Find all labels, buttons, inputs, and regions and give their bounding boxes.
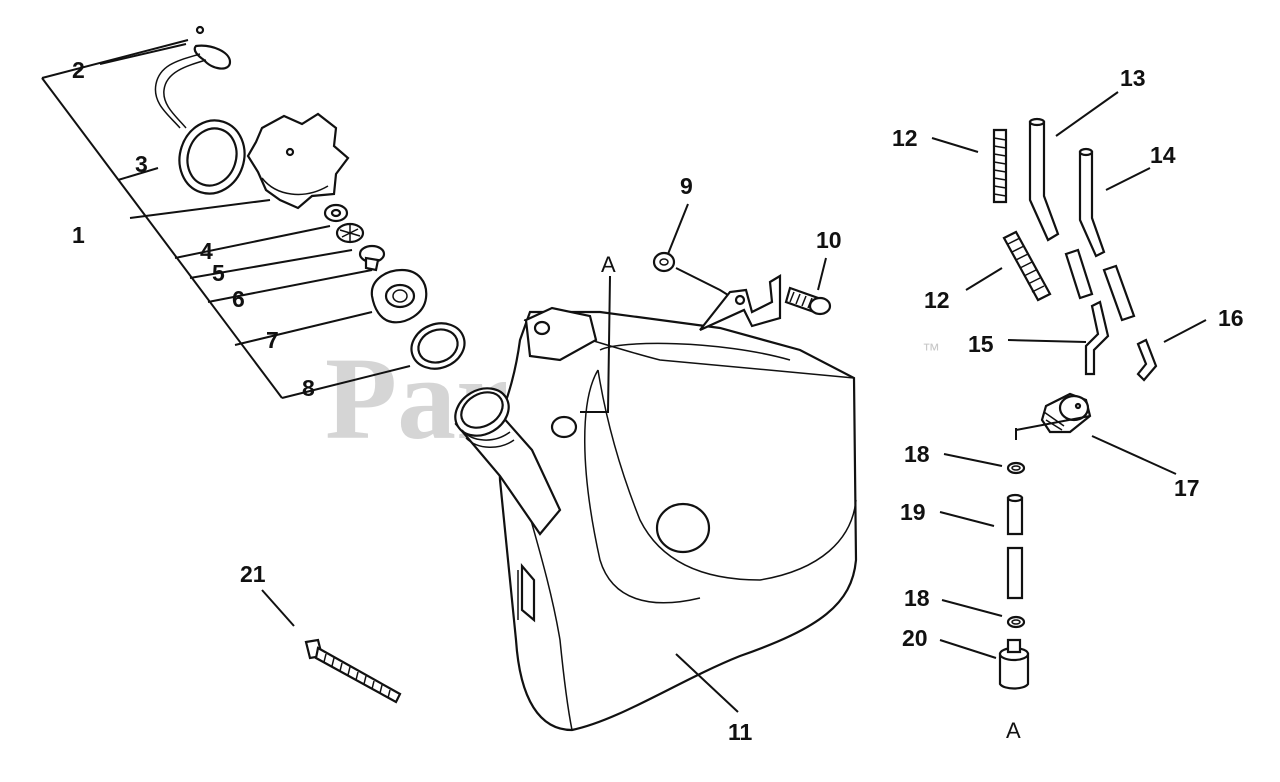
o-ring[interactable] <box>405 316 471 376</box>
fuel-filter[interactable] <box>1040 392 1092 434</box>
fuel-cap[interactable] <box>246 112 350 210</box>
callout-18-upper: 18 <box>904 441 930 467</box>
fuel-line-spring-lower[interactable] <box>1002 230 1052 302</box>
fuel-line-supply[interactable] <box>1078 147 1136 322</box>
washer[interactable] <box>323 203 349 223</box>
tether-strap[interactable] <box>154 25 232 129</box>
callout-17: 17 <box>1174 475 1200 501</box>
callout-6: 6 <box>232 286 245 312</box>
fuel-line-return[interactable] <box>1028 117 1094 300</box>
callout-14: 14 <box>1150 142 1176 168</box>
reference-a-bottom: A <box>1006 718 1021 743</box>
elbow-fitting-left[interactable] <box>1084 300 1110 376</box>
mounting-screw[interactable] <box>784 286 832 316</box>
callout-18-lower: 18 <box>904 585 930 611</box>
callout-7: 7 <box>266 327 279 353</box>
vent-valve[interactable] <box>358 244 386 272</box>
seal-washer-upper[interactable] <box>1006 461 1026 475</box>
callout-12-lower: 12 <box>924 287 950 313</box>
seal-washer-lower[interactable] <box>1006 615 1026 629</box>
leader-lines <box>99 43 1207 713</box>
cap-liner[interactable] <box>370 268 428 324</box>
callout-12-upper: 12 <box>892 125 918 151</box>
cap-assembly <box>41 25 471 399</box>
callout-10: 10 <box>816 227 842 253</box>
fuel-line-spring-upper[interactable] <box>992 128 1008 204</box>
fuel-tank[interactable] <box>447 306 858 732</box>
callout-15: 15 <box>968 331 994 357</box>
watermark-trademark: ™ <box>922 340 940 360</box>
fuel-pickup-weight[interactable] <box>998 638 1030 690</box>
callout-16: 16 <box>1218 305 1244 331</box>
screen-disc[interactable] <box>335 222 365 244</box>
callout-2: 2 <box>72 57 85 83</box>
callout-3: 3 <box>135 151 148 177</box>
retainer-ring[interactable] <box>170 112 254 202</box>
callout-11: 11 <box>728 719 753 745</box>
callout-1: 1 <box>72 222 85 248</box>
callout-21: 21 <box>240 561 266 587</box>
reference-a-top: A <box>601 252 616 277</box>
cable-tie[interactable] <box>304 638 402 704</box>
callout-19: 19 <box>900 499 926 525</box>
callout-5: 5 <box>212 260 225 286</box>
connector-tube[interactable] <box>1006 493 1024 600</box>
elbow-fitting-right[interactable] <box>1136 338 1158 382</box>
callout-9: 9 <box>680 173 693 199</box>
callout-13: 13 <box>1120 65 1146 91</box>
callout-numbers: 2 3 1 4 5 6 7 8 9 10 11 12 12 13 14 15 1… <box>72 57 1244 745</box>
callout-20: 20 <box>902 625 928 651</box>
grommet[interactable] <box>652 251 676 273</box>
callout-8: 8 <box>302 375 315 401</box>
callout-4: 4 <box>200 238 213 264</box>
